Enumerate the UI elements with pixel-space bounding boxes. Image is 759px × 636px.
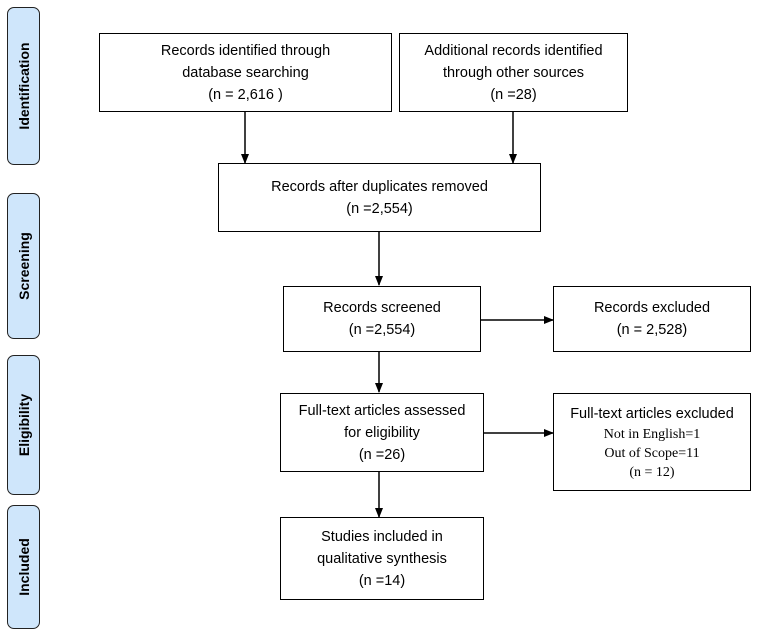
box-fulltext-excluded: Full-text articles excluded Not in Engli… xyxy=(553,393,751,491)
fulltext-excluded-count: (n = 12) xyxy=(629,464,675,480)
duplicates-removed-count: (n =2,554) xyxy=(346,200,413,217)
box-fulltext-assessed: Full-text articles assessed for eligibil… xyxy=(280,393,484,472)
phase-included: Included xyxy=(7,505,40,629)
database-records-count: (n = 2,616 ) xyxy=(208,86,283,103)
other-sources-line1: Additional records identified xyxy=(424,42,603,59)
fulltext-assessed-line2: for eligibility xyxy=(344,424,420,441)
records-screened-count: (n =2,554) xyxy=(348,322,416,338)
records-excluded-label: Records excluded xyxy=(593,300,711,316)
other-sources-count: (n =28) xyxy=(490,86,537,103)
phase-eligibility: Eligibility xyxy=(7,355,40,495)
box-records-screened: Records screened (n =2,554) xyxy=(283,286,481,352)
box-records-excluded: Records excluded (n = 2,528) xyxy=(553,286,751,352)
studies-included-line2: qualitative synthesis xyxy=(317,550,447,567)
box-database-records: Records identified through database sear… xyxy=(99,33,392,112)
studies-included-count: (n =14) xyxy=(358,572,406,589)
database-records-line1: Records identified through xyxy=(160,42,331,59)
records-excluded-count: (n = 2,528) xyxy=(616,322,688,338)
fulltext-assessed-count: (n =26) xyxy=(358,446,406,463)
box-other-sources: Additional records identified through ot… xyxy=(399,33,628,112)
other-sources-line2: through other sources xyxy=(442,64,585,81)
duplicates-removed-label: Records after duplicates removed xyxy=(271,178,488,195)
fulltext-assessed-line1: Full-text articles assessed xyxy=(298,402,466,419)
records-screened-label: Records screened xyxy=(323,300,441,316)
phase-screening: Screening xyxy=(7,193,40,339)
fulltext-excluded-reason-english: Not in English=1 xyxy=(603,426,701,442)
phase-identification: Identification xyxy=(7,7,40,165)
fulltext-excluded-title: Full-text articles excluded xyxy=(570,405,734,422)
fulltext-excluded-reason-scope: Out of Scope=11 xyxy=(604,445,700,461)
box-duplicates-removed: Records after duplicates removed (n =2,5… xyxy=(218,163,541,232)
database-records-line2: database searching xyxy=(182,64,309,81)
studies-included-line1: Studies included in xyxy=(321,528,443,545)
box-studies-included: Studies included in qualitative synthesi… xyxy=(280,517,484,600)
